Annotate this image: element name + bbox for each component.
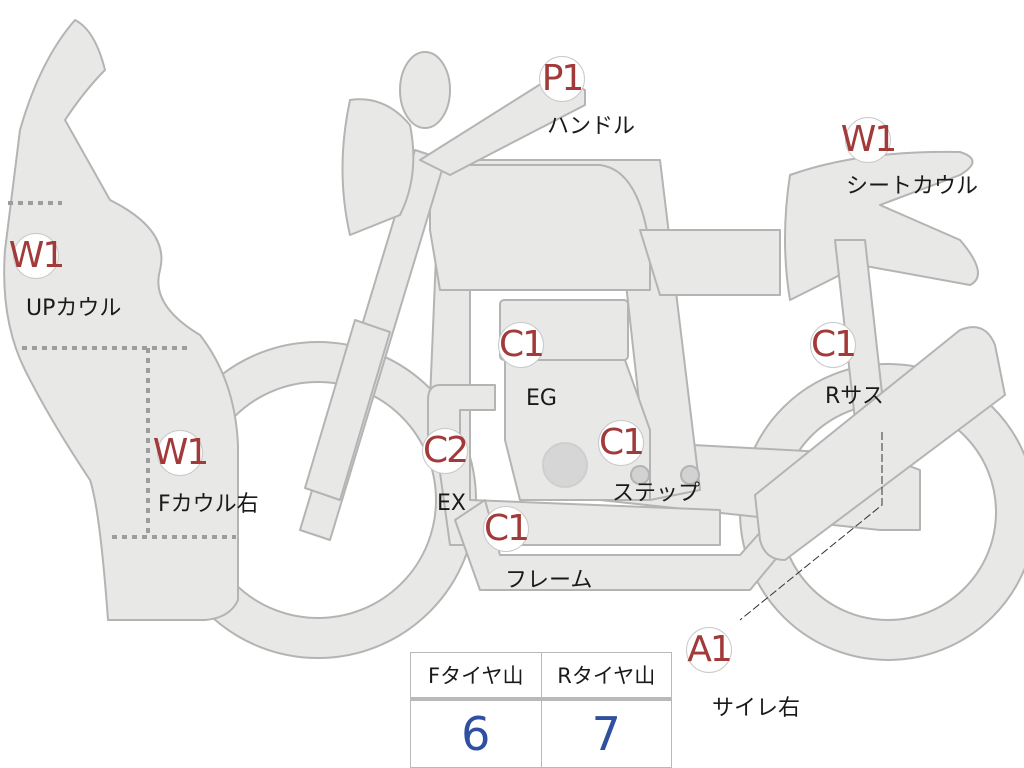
- marker-ex-code: C2: [422, 428, 469, 474]
- marker-eg-label: EG: [526, 386, 557, 411]
- marker-step-label: ステップ: [612, 481, 701, 506]
- rear-tire-value: 7: [540, 698, 672, 768]
- marker-f-cowl-right-code: W1: [153, 430, 209, 476]
- marker-silencer-right-code: A1: [686, 627, 733, 673]
- marker-r-sus-code: C1: [810, 322, 857, 368]
- front-tire-header: Fタイヤ山: [410, 652, 542, 701]
- step-peg-2: [680, 465, 700, 485]
- tire-tread-table: Fタイヤ山 Rタイヤ山 6 7: [410, 652, 672, 768]
- marker-handle-label: ハンドル: [547, 114, 636, 139]
- fork-tube-lower: [304, 319, 391, 501]
- marker-r-sus-label: Rサス: [825, 384, 884, 409]
- marker-ex-label: EX: [437, 491, 466, 516]
- silencer-leader-line: [739, 432, 883, 621]
- seat: [639, 229, 781, 296]
- marker-seat-cowl-code: W1: [841, 117, 897, 163]
- marker-eg-code: C1: [498, 322, 545, 368]
- mirror: [399, 51, 451, 129]
- front-tire-value: 6: [410, 698, 542, 768]
- engine-cover: [542, 442, 588, 488]
- marker-f-cowl-right-label: Fカウル右: [158, 492, 259, 517]
- marker-up-cowl-code: W1: [9, 233, 65, 279]
- marker-frame-label: フレーム: [505, 568, 593, 593]
- marker-up-cowl-label: UPカウル: [26, 296, 122, 321]
- marker-handle-code: P1: [539, 56, 585, 102]
- silencer: [754, 326, 1006, 561]
- marker-seat-cowl-label: シートカウル: [846, 174, 979, 199]
- marker-silencer-right-label: サイレ右: [712, 696, 801, 721]
- rear-tire-header: Rタイヤ山: [540, 652, 672, 701]
- marker-step-code: C1: [598, 420, 645, 466]
- fuel-tank: [429, 164, 651, 291]
- handlebar: [419, 74, 586, 176]
- marker-frame-code: C1: [483, 506, 530, 552]
- headlight: [341, 98, 415, 236]
- step-peg-1: [630, 465, 650, 485]
